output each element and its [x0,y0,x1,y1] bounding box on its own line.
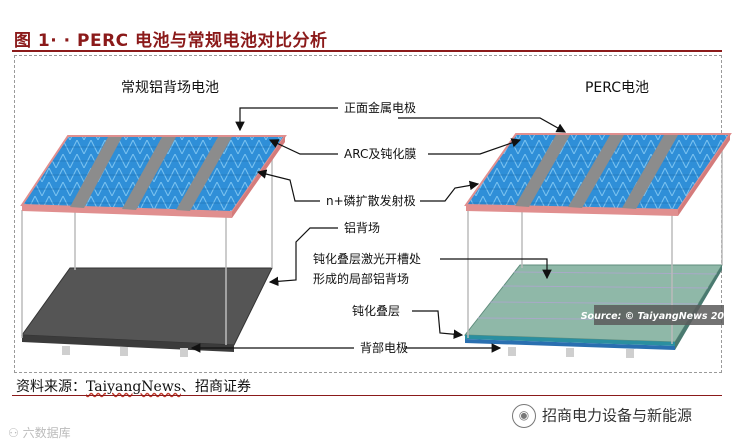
rear-electrode-stub [508,347,516,356]
credit-box [594,305,724,325]
label-n-emitter: n+磷扩散发射极 [326,193,416,208]
source-link[interactable]: TaiyangNews [86,379,182,395]
logo-icon: ⚇ [8,426,19,440]
front-busbar [622,135,678,209]
label-al-bsf: 铝背场 [344,220,380,235]
label-group: 正面金属电极 ARC及钝化膜 n+磷扩散发射极 铝背场 钝化叠层激光开槽处 形成… [313,100,421,355]
label-front-metal-electrode: 正面金属电极 [344,100,416,115]
label-passivation-stack: 钝化叠层 [352,304,400,318]
front-busbar [568,135,624,208]
perc-cell: Source: © TaiyangNews 2017 [463,133,738,358]
al-back-plate [21,267,273,346]
corner-watermark-text: 六数据库 [22,426,71,440]
rear-electrode-stub [626,349,634,358]
source-note: 资料来源：TaiyangNews、招商证券 [16,376,251,396]
image-credit: Source: © TaiyangNews 2017 [581,311,738,322]
account-name: 招商电力设备与新能源 [542,406,693,425]
left-panel-title: 常规铝背场电池 [121,80,219,96]
front-busbar [122,137,176,210]
label-arc-passivation: ARC及钝化膜 [344,147,416,161]
rear-electrode-stub [120,347,128,356]
source-suffix: 、招商证券 [181,379,252,395]
label-local-bsf-line1: 钝化叠层激光开槽处 [313,252,421,266]
figure-title: 图 1· · PERC 电池与常规电池对比分析 [14,31,328,51]
conventional-cell [20,135,287,357]
leader-lines [190,107,567,353]
rear-electrode-stub [566,348,574,357]
right-panel-title: PERC电池 [585,80,649,96]
source-prefix: 资料来源： [16,379,86,395]
title-rule [12,50,722,52]
front-busbar [515,135,570,207]
rear-electrode-stub [180,348,188,357]
corner-watermark: ⚇ 六数据库 [8,424,71,441]
rear-electrode-stub [62,346,70,355]
source-rule [12,395,722,396]
label-local-bsf-line2: 形成的局部铝背场 [313,271,409,286]
front-busbar [70,137,122,208]
front-busbar [176,137,232,211]
label-rear-electrode: 背部电极 [360,340,408,355]
account-watermark: ◉ 招商电力设备与新能源 [512,404,692,428]
wechat-icon: ◉ [512,404,536,428]
